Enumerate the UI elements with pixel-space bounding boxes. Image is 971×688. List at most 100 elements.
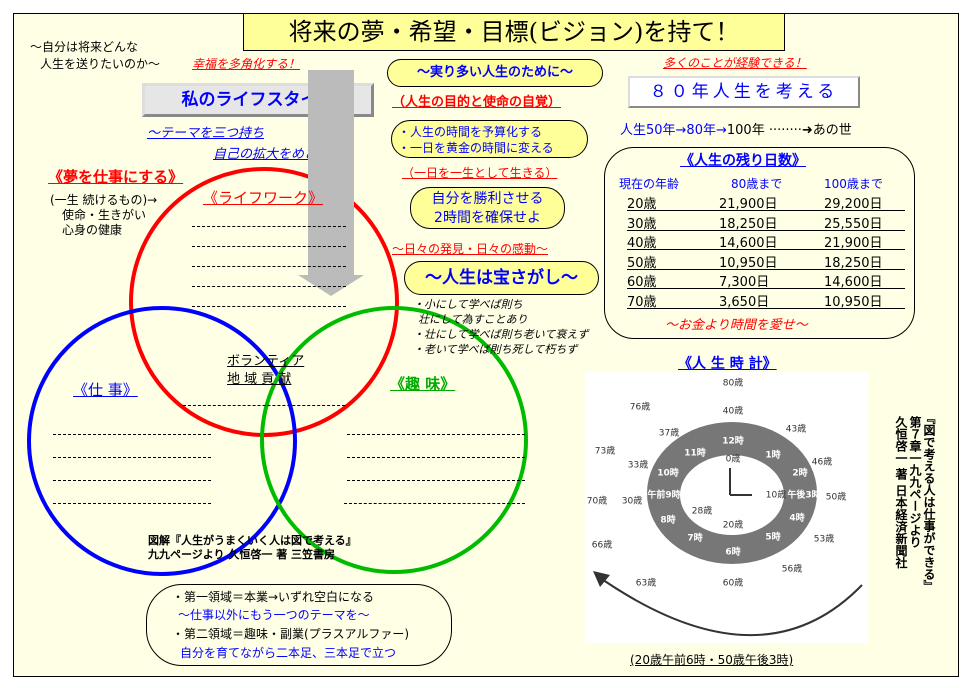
proverb-1: ・小にして学べば則ち xyxy=(413,298,523,311)
flow-arrow-shaft xyxy=(308,70,354,275)
clock-hour-label: 8時 xyxy=(660,515,676,526)
age-cell: 70歳 xyxy=(627,294,657,310)
proverb-4: ・老いて学べば則ち死して朽ちず xyxy=(413,343,578,356)
source-vertical-2: 第７章一九九ページより xyxy=(908,416,922,548)
days-to-100-cell: 10,950日 xyxy=(824,294,883,310)
blank-line xyxy=(347,480,525,481)
budget-line-1: ・人生の時間を予算化する xyxy=(398,125,543,139)
blank-line xyxy=(192,226,346,227)
remaining-footer: ～お金より時間を愛せ～ xyxy=(665,318,808,333)
budget-line-2: ・一日を黄金の時間に変える xyxy=(398,141,554,155)
age-cell: 20歳 xyxy=(627,197,657,212)
clock-inner-age-label: 20歳 xyxy=(722,520,744,531)
days-to-100-cell: 29,200日 xyxy=(824,197,883,212)
blank-line xyxy=(347,457,525,458)
blank-line xyxy=(53,480,211,481)
age-cell: 40歳 xyxy=(627,236,657,251)
life-span-blue: 人生50年→80年→ xyxy=(620,123,727,138)
clock-age-label: 37歳 xyxy=(658,428,680,439)
intro-line-1: ～自分は将来どんな xyxy=(30,40,139,54)
volunteer-label: ボランティア xyxy=(227,354,305,369)
work-label: 《仕 事》 xyxy=(73,381,138,399)
purpose-text: （人生の目的と使命の自覚） xyxy=(392,95,562,110)
source-vertical-3: 久恒啓一 著 日本経済新聞社 xyxy=(894,416,908,569)
clock-age-label: 70歳 xyxy=(586,496,608,507)
fruitful-pill: ～実り多い人生のために～ xyxy=(387,59,603,87)
remaining-days-box xyxy=(604,147,915,339)
remaining-row: 20歳 21,900日 29,200日 xyxy=(627,193,905,212)
days-to-80-cell: 10,950日 xyxy=(719,255,778,271)
book-credit-2: 九九ページより 久恒啓一 著 三笠書房 xyxy=(148,548,336,561)
blank-line xyxy=(192,246,346,247)
days-to-80-cell: 21,900日 xyxy=(719,197,778,212)
dream-heading: 《夢を仕事にする》 xyxy=(48,168,184,186)
remaining-row: 50歳 10,950日 18,250日 xyxy=(627,252,905,271)
age-cell: 30歳 xyxy=(627,216,657,232)
clock-hour-label: 6時 xyxy=(725,547,741,558)
clock-age-label: 56歳 xyxy=(781,564,803,575)
treasure-pill: ～人生は宝さがし～ xyxy=(404,261,599,295)
clock-age-label: 50歳 xyxy=(825,492,847,503)
clock-title: 《人 生 時 計》 xyxy=(678,356,777,372)
age-cell: 50歳 xyxy=(627,255,657,271)
one-day-text: （一日を一生として生きる） xyxy=(402,166,558,180)
domain-line-1: ・第一領域＝本業→いずれ空白になる xyxy=(172,590,375,604)
age-cell: 60歳 xyxy=(627,275,657,290)
clock-age-label: 80歳 xyxy=(722,378,744,389)
dream-note-3: 心身の健康 xyxy=(62,223,123,237)
theme-line-1: ～テーマを三つ持ち xyxy=(147,126,265,141)
header-age: 現在の年齢 xyxy=(619,177,680,191)
hobby-circle xyxy=(260,306,528,574)
days-to-80-cell: 18,250日 xyxy=(719,216,778,232)
hobby-label: 《趣 味》 xyxy=(390,375,456,393)
community-label: 地 域 貢 献 xyxy=(227,372,292,387)
blank-line xyxy=(344,503,525,504)
blank-line xyxy=(192,286,346,287)
source-vertical-1: 『図で考える人は仕事ができる』 xyxy=(922,412,936,592)
dream-note-2: 使命・生きがい xyxy=(62,208,147,222)
page-title: 将来の夢・希望・目標(ビジョン)を持て！ xyxy=(243,13,785,51)
blank-line xyxy=(183,405,345,406)
two-hours-pill: 自分を勝利させる 2時間を確保せよ xyxy=(410,187,565,229)
header-100: 100歳まで xyxy=(824,177,883,191)
lifework-label: 《ライフワーク》 xyxy=(203,189,324,207)
arrow-arc xyxy=(595,574,863,636)
dream-note-1: (一生 続けるもの)→ xyxy=(50,193,158,207)
two-hours-line-2: 2時間を確保せよ xyxy=(434,210,541,226)
clock-hour-label: 5時 xyxy=(765,532,781,543)
book-credit-1: 図解『人生がうまくいく人は図で考える』 xyxy=(148,534,357,547)
clock-hour-label: 10時 xyxy=(657,468,679,479)
clock-hour-label: 7時 xyxy=(687,533,703,544)
proverb-2: 壮にして為すことあり xyxy=(418,313,528,326)
days-to-100-cell: 14,600日 xyxy=(824,275,883,290)
clock-age-label: 66歳 xyxy=(591,540,613,551)
clock-hour-label: 12時 xyxy=(722,436,744,447)
eighty-year-button[interactable]: ８０年人生を考える xyxy=(628,76,860,108)
clock-age-label: 63歳 xyxy=(635,578,657,589)
happiness-text: 幸福を多角化する！ xyxy=(192,57,301,71)
remaining-row: 30歳 18,250日 25,550日 xyxy=(627,213,905,232)
clock-age-label: 46歳 xyxy=(811,457,833,468)
clock-age-label: 60歳 xyxy=(722,578,744,589)
clock-age-label: 40歳 xyxy=(722,406,744,417)
clock-hour-label: 午後3時 xyxy=(787,490,821,501)
intro-line-2: 人生を送りたいのか～ xyxy=(40,57,161,71)
days-to-100-cell: 25,550日 xyxy=(824,216,883,232)
two-hours-line-1: 自分を勝利させる xyxy=(431,191,544,207)
clock-hour-label: 11時 xyxy=(684,448,706,459)
days-to-100-cell: 18,250日 xyxy=(824,255,883,271)
proverb-3: ・壮にして学べば則ち老いて衰えず xyxy=(413,328,589,341)
blank-line xyxy=(53,503,211,504)
clock-hour-label: 4時 xyxy=(789,513,805,524)
clock-age-label: 76歳 xyxy=(629,402,651,413)
clock-inner-age-label: 28歳 xyxy=(691,506,713,517)
life-span-100: 100年 xyxy=(726,123,765,138)
life-span-end: あの世 xyxy=(812,123,852,138)
domain-line-3: ・第二領域＝趣味・副業(プラスアルファー) xyxy=(172,627,410,641)
domain-line-4: 自分を育てながら二本足、三本足で立つ xyxy=(180,646,397,660)
arrow-head-icon xyxy=(593,571,610,587)
